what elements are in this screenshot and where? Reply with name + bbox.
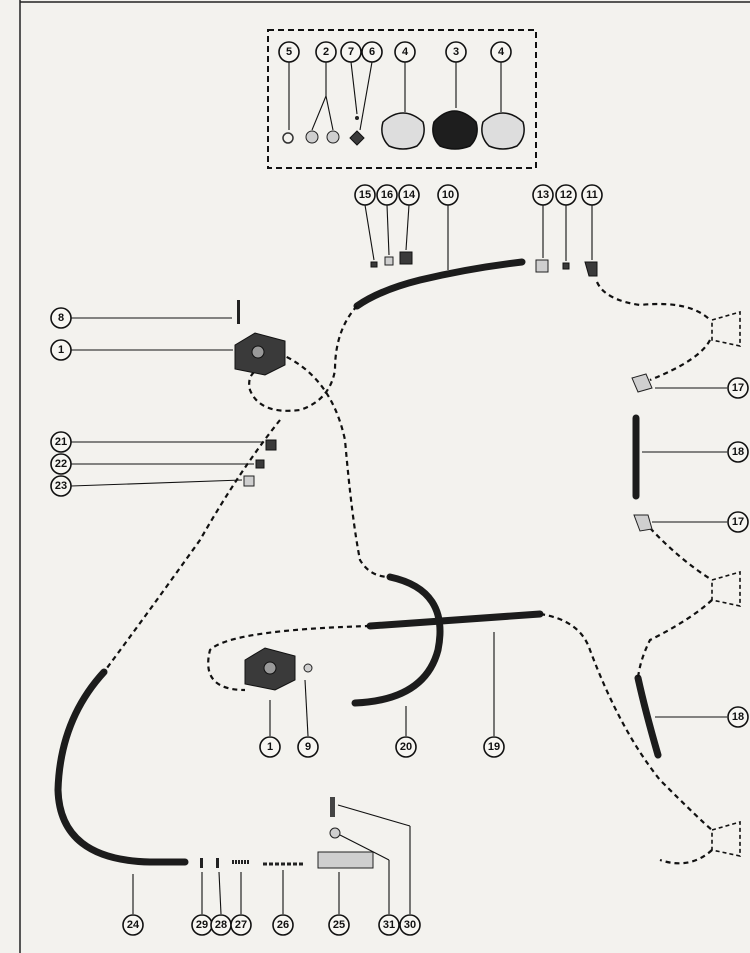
callout-8: 8	[50, 307, 72, 329]
hoses	[54, 258, 662, 866]
screw-8	[237, 300, 240, 324]
hose-10	[353, 258, 526, 310]
callout-14: 14	[398, 184, 420, 206]
gasket-4a	[381, 112, 425, 150]
diaphragm-3	[432, 110, 478, 150]
callout-4a: 4	[394, 41, 416, 63]
callout-9: 9	[297, 736, 319, 758]
svg-text:5: 5	[286, 46, 292, 58]
hose-20	[351, 573, 444, 707]
svg-text:8: 8	[58, 312, 64, 324]
callout-5: 5	[278, 41, 300, 63]
fuel-pump-lower	[244, 647, 296, 691]
callout-18a: 18	[727, 441, 749, 463]
svg-text:13: 13	[537, 189, 549, 201]
washer-2b	[326, 130, 340, 144]
callout-19: 19	[483, 736, 505, 758]
callout-27: 27	[230, 914, 252, 936]
callout-7: 7	[340, 41, 362, 63]
gasket-kit-parts	[282, 110, 525, 150]
callout-17b: 17	[727, 511, 749, 533]
gasket-kit-box	[267, 29, 537, 169]
callout-13: 13	[532, 184, 554, 206]
svg-text:18: 18	[732, 711, 744, 723]
svg-text:17: 17	[732, 516, 744, 528]
callout-1a: 1	[50, 339, 72, 361]
svg-text:19: 19	[488, 741, 500, 753]
callout-20: 20	[395, 736, 417, 758]
svg-text:10: 10	[442, 189, 454, 201]
callout-10: 10	[437, 184, 459, 206]
filter-housings	[711, 310, 741, 857]
callout-21: 21	[50, 431, 72, 453]
svg-text:9: 9	[305, 741, 311, 753]
svg-text:25: 25	[333, 919, 345, 931]
callout-30: 30	[399, 914, 421, 936]
svg-text:29: 29	[196, 919, 208, 931]
callout-26: 26	[272, 914, 294, 936]
svg-text:31: 31	[383, 919, 395, 931]
hose-19	[366, 610, 544, 630]
svg-text:23: 23	[55, 480, 67, 492]
check-valve-6	[349, 130, 365, 146]
callout-12: 12	[555, 184, 577, 206]
fittings	[200, 251, 653, 869]
fitting-9	[303, 663, 313, 673]
callout-15: 15	[354, 184, 376, 206]
svg-text:16: 16	[381, 189, 393, 201]
callout-22: 22	[50, 453, 72, 475]
svg-text:3: 3	[453, 46, 459, 58]
callout-28: 28	[210, 914, 232, 936]
hose-24	[54, 668, 189, 866]
svg-text:1: 1	[58, 344, 64, 356]
callout-4b: 4	[490, 41, 512, 63]
svg-text:1: 1	[267, 741, 273, 753]
callout-17a: 17	[727, 377, 749, 399]
svg-text:6: 6	[369, 46, 375, 58]
callout-24: 24	[122, 914, 144, 936]
svg-text:7: 7	[348, 46, 354, 58]
svg-text:27: 27	[235, 919, 247, 931]
svg-text:30: 30	[404, 919, 416, 931]
svg-text:20: 20	[400, 741, 412, 753]
svg-text:12: 12	[560, 189, 572, 201]
svg-text:4: 4	[498, 46, 505, 58]
callout-29: 29	[191, 914, 213, 936]
svg-text:18: 18	[732, 446, 744, 458]
svg-text:21: 21	[55, 436, 67, 448]
svg-text:11: 11	[586, 189, 598, 201]
hose-18b	[634, 674, 662, 759]
leader-lines	[70, 61, 727, 915]
callout-3: 3	[445, 41, 467, 63]
gasket-4b	[481, 112, 525, 150]
svg-text:15: 15	[359, 189, 371, 201]
callout-25: 25	[328, 914, 350, 936]
callout-1b: 1	[259, 736, 281, 758]
callout-31: 31	[378, 914, 400, 936]
svg-text:2: 2	[323, 46, 329, 58]
svg-text:14: 14	[403, 189, 416, 201]
ball-7	[355, 116, 359, 120]
callout-23: 23	[50, 475, 72, 497]
svg-text:28: 28	[215, 919, 227, 931]
callout-18b: 18	[727, 706, 749, 728]
callout-11: 11	[581, 184, 603, 206]
callout-2: 2	[315, 41, 337, 63]
svg-text:24: 24	[127, 919, 140, 931]
fuel-pump-upper	[234, 332, 286, 376]
callout-16: 16	[376, 184, 398, 206]
svg-text:17: 17	[732, 382, 744, 394]
svg-text:4: 4	[402, 46, 409, 58]
svg-text:22: 22	[55, 458, 67, 470]
callout-6: 6	[361, 41, 383, 63]
dashed-routes	[103, 281, 713, 865]
washer-2a	[305, 130, 319, 144]
svg-text:26: 26	[277, 919, 289, 931]
o-ring-5	[282, 132, 294, 144]
